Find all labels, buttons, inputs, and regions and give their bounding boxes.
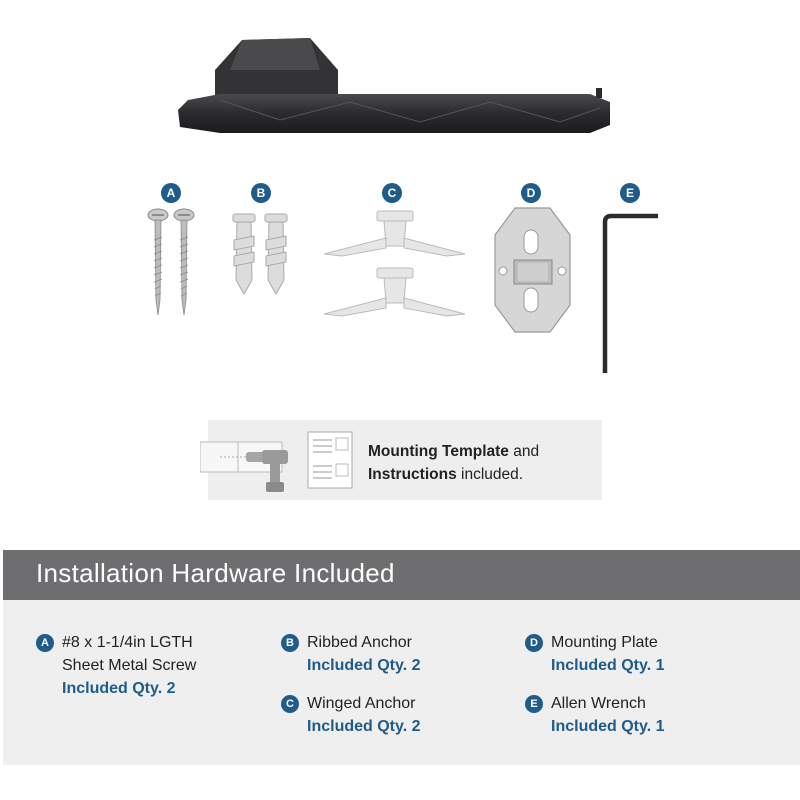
hardware-a-qty: Included Qty. 2 xyxy=(62,680,176,697)
hardware-c-name: Winged Anchor xyxy=(307,695,416,712)
hardware-e-qty: Included Qty. 1 xyxy=(551,718,665,735)
hardware-d-name: Mounting Plate xyxy=(551,634,658,651)
instructions-document-icon xyxy=(307,431,353,489)
page-title: Installation Hardware Included xyxy=(36,558,395,588)
drill-template-icon xyxy=(200,441,288,492)
ribbed-anchors-image xyxy=(232,213,288,296)
callout-and: and xyxy=(508,443,540,460)
hardware-b-qty: Included Qty. 2 xyxy=(307,657,421,674)
hardware-list-panel: A #8 x 1-1/4in LGTH Sheet Metal Screw In… xyxy=(3,600,800,765)
part-e-badge: E xyxy=(620,183,640,203)
hardware-a-name-line2: Sheet Metal Screw xyxy=(62,657,197,674)
hardware-e-badge: E xyxy=(525,695,543,713)
callout-included: included. xyxy=(456,466,524,483)
hardware-b-badge: B xyxy=(281,634,299,652)
callout-text: Mounting Template and Instructions inclu… xyxy=(368,440,598,486)
toilet-paper-holder-image xyxy=(178,38,610,133)
hardware-a-name-line1: #8 x 1-1/4in LGTH xyxy=(62,634,193,651)
part-c-badge: C xyxy=(382,183,402,203)
winged-anchors-image xyxy=(323,210,466,317)
allen-wrench-image xyxy=(602,213,658,373)
screws-image xyxy=(147,208,195,316)
hardware-item-mounting-plate: Mounting Plate Included Qty. 1 xyxy=(551,631,665,677)
part-d-badge: D xyxy=(521,183,541,203)
hardware-d-qty: Included Qty. 1 xyxy=(551,657,665,674)
callout-instructions: Instructions xyxy=(368,466,457,483)
template-callout: Mounting Template and Instructions inclu… xyxy=(200,420,602,500)
hardware-c-qty: Included Qty. 2 xyxy=(307,718,421,735)
mounting-plate-image xyxy=(494,207,571,333)
hardware-item-screw: #8 x 1-1/4in LGTH Sheet Metal Screw Incl… xyxy=(62,631,196,700)
hardware-b-name: Ribbed Anchor xyxy=(307,634,412,651)
hardware-item-allen-wrench: Allen Wrench Included Qty. 1 xyxy=(551,692,665,738)
hardware-c-badge: C xyxy=(281,695,299,713)
hardware-d-badge: D xyxy=(525,634,543,652)
hardware-item-winged-anchor: Winged Anchor Included Qty. 2 xyxy=(307,692,421,738)
part-a-badge: A xyxy=(161,183,181,203)
hardware-e-name: Allen Wrench xyxy=(551,695,646,712)
part-b-badge: B xyxy=(251,183,271,203)
hardware-header: Installation Hardware Included xyxy=(3,550,800,600)
hardware-item-ribbed-anchor: Ribbed Anchor Included Qty. 2 xyxy=(307,631,421,677)
hardware-a-badge: A xyxy=(36,634,54,652)
callout-mounting-template: Mounting Template xyxy=(368,443,509,460)
